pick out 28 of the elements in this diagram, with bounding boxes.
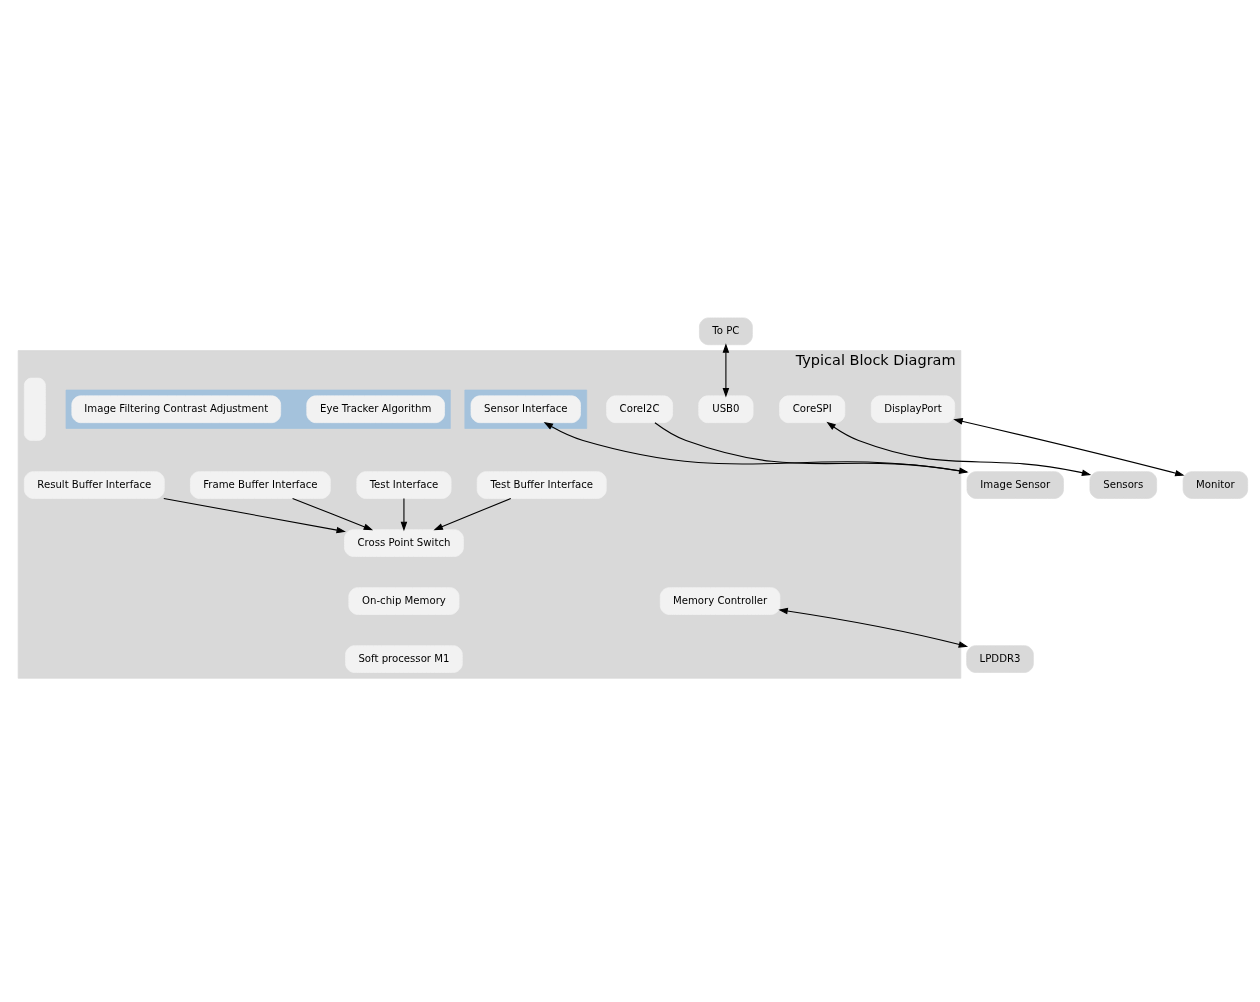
- arrow: [163, 497, 346, 534]
- node-box: Image Sensor: [966, 471, 1064, 499]
- node-box: Sensors: [1089, 471, 1157, 499]
- node-box: Sensor Interface: [470, 395, 581, 424]
- node-box: LPDDR3: [966, 645, 1034, 673]
- arrow: [778, 607, 969, 648]
- node-box: Image Filtering Contrast Adjustment: [71, 395, 282, 424]
- node-box: Test Interface: [356, 471, 452, 499]
- node-box: Eye Tracker Algorithm: [306, 395, 445, 424]
- arrow: [292, 497, 374, 531]
- cluster: [65, 389, 451, 429]
- arrow: [400, 498, 408, 532]
- node-box: Result Buffer Interface: [23, 471, 165, 499]
- node-bar: [23, 377, 46, 441]
- node-box: Soft processor M1: [345, 645, 463, 673]
- node-box: Cross Point Switch: [344, 529, 464, 557]
- node-box: To PC: [699, 317, 753, 346]
- arrow: [433, 497, 512, 531]
- node-box: CoreSPI: [779, 395, 846, 424]
- node-box: Monitor: [1182, 471, 1248, 499]
- node-box: USB0: [698, 395, 754, 424]
- arrow: [722, 343, 730, 398]
- node-box: Frame Buffer Interface: [190, 471, 331, 499]
- node-box: CoreI2C: [606, 395, 673, 424]
- node-box: Test Buffer Interface: [476, 471, 607, 499]
- node-box: Memory Controller: [659, 587, 781, 615]
- node-box: DisplayPort: [870, 395, 956, 424]
- node-box: On-chip Memory: [348, 587, 460, 615]
